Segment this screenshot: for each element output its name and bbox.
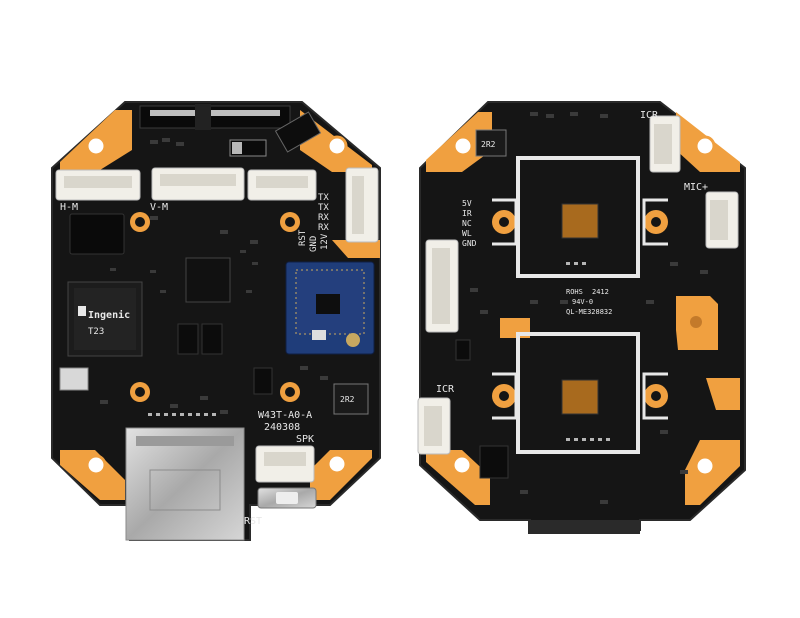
sensor-frame-top <box>516 156 640 278</box>
label-inductor-right: 2R2 <box>481 140 496 149</box>
label-chip-brand: Ingenic <box>88 309 130 321</box>
label-tx-1: TX <box>318 193 329 203</box>
mount-hole-top-right <box>326 135 348 157</box>
mount-hole-top-left <box>85 135 107 157</box>
label-5v: 5V <box>462 199 472 208</box>
mount-hole-bottom-left <box>85 454 107 476</box>
bottom-flex-stub <box>528 520 640 534</box>
soc-logo-icon <box>78 306 86 316</box>
small-ic-1 <box>177 323 199 355</box>
component-pads-right <box>566 262 610 441</box>
mount-hole-tl-right <box>452 135 474 157</box>
label-chip-model: T23 <box>88 327 104 337</box>
label-rst: RST <box>298 229 308 246</box>
label-mic: MIC+ <box>684 182 708 193</box>
sensor-component <box>59 367 89 391</box>
copper-strip-right <box>332 240 380 258</box>
label-spk: SPK <box>296 434 314 445</box>
label-board-model: W43T-A0-A <box>258 410 312 421</box>
passive-components-left <box>100 138 328 414</box>
label-ql: QL-ME328832 <box>566 308 612 316</box>
left-board: H-M V-M TX TX RX RX RST GND 12V Ingenic … <box>51 101 381 541</box>
flash-chip <box>69 213 125 255</box>
sensor-frame-bottom <box>516 332 640 454</box>
label-rohs: ROHS <box>566 288 583 296</box>
label-gnd: GND <box>309 236 319 252</box>
label-wl: WL <box>462 229 472 238</box>
small-ic-3 <box>253 367 273 395</box>
sensor-chip-top <box>561 203 599 239</box>
ic-right-2 <box>455 339 471 361</box>
inductor-right <box>475 129 507 157</box>
label-nc: NC <box>462 219 472 228</box>
label-h-m: H-M <box>60 202 78 213</box>
label-gnd-right: GND <box>462 239 477 248</box>
label-v-m: V-M <box>150 202 168 213</box>
copper-pad-edge-right <box>706 378 740 410</box>
label-inductor-left: 2R2 <box>340 395 355 404</box>
label-ir: IR <box>462 209 472 218</box>
ic-right-1 <box>479 445 509 479</box>
inductor <box>333 383 369 415</box>
label-icr-bottom: ICR <box>436 384 455 395</box>
label-rohs-code: 2412 <box>592 288 609 296</box>
fpc-connector <box>139 105 291 129</box>
mount-hole-bl-right <box>451 454 473 476</box>
label-board-date: 240308 <box>264 422 300 433</box>
qfn-chip <box>185 257 231 303</box>
passive-components-right <box>470 112 708 504</box>
right-board: ICR MIC+ 2R2 5V IR NC WL GND ROHS 2412 9… <box>417 101 746 534</box>
antenna-pad <box>346 333 360 347</box>
label-rx-1: RX <box>318 213 329 223</box>
corner-pad-bottom-right <box>310 450 372 500</box>
small-ic-2 <box>201 323 223 355</box>
sensor-chip-bottom <box>561 379 599 415</box>
label-12v: 12V <box>320 233 330 250</box>
mount-hole-bottom-right <box>326 453 348 475</box>
label-94v0: 94V-0 <box>572 298 593 306</box>
label-rst-bottom: RST <box>244 516 262 527</box>
label-rx-2: RX <box>318 223 329 233</box>
component-pads-left <box>148 413 216 416</box>
mount-hole-br-right <box>694 455 716 477</box>
label-icr-top: ICR <box>640 110 659 121</box>
corner-pad-bl-right <box>426 450 490 505</box>
sd-card-slot <box>125 427 245 541</box>
corner-pad-bottom-left <box>60 450 125 500</box>
diode <box>274 111 322 153</box>
label-tx-2: TX <box>318 203 329 213</box>
mount-hole-tr-right <box>694 135 716 157</box>
